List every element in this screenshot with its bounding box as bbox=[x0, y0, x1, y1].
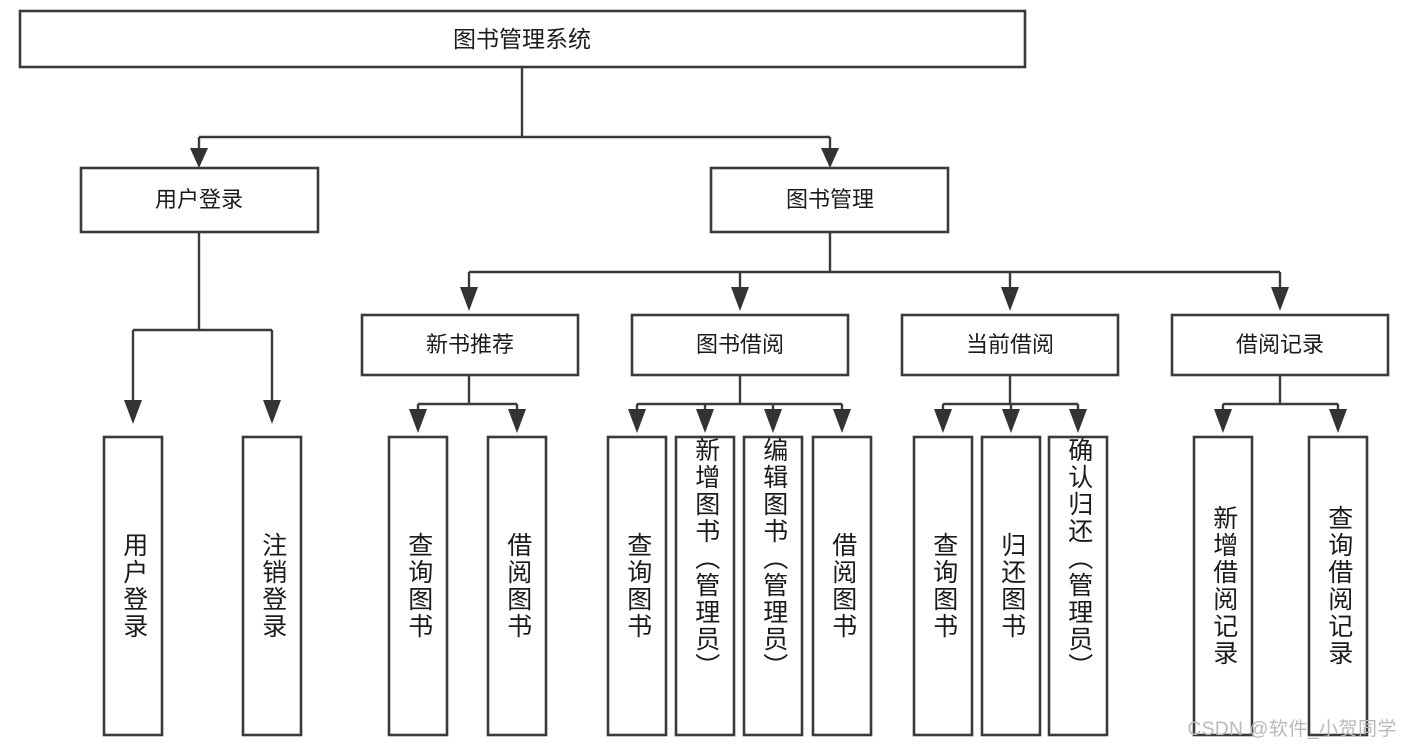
leaf-group-current-borrow bbox=[912, 435, 1109, 737]
connector-group-user-login bbox=[124, 232, 281, 424]
node-new-book-recommend[interactable]: 新书推荐 bbox=[360, 313, 580, 377]
arrow-head-leaf-query-book-3 bbox=[934, 409, 952, 433]
arrow-head-current-borrow bbox=[1001, 287, 1019, 311]
leaf-query-book-3-box[interactable] bbox=[912, 435, 974, 737]
arrow-head-leaf-query-book-2 bbox=[628, 409, 646, 433]
leaf-query-book-1-box[interactable] bbox=[387, 435, 449, 737]
node-borrow-record-box[interactable] bbox=[1170, 313, 1390, 377]
node-book-borrow-box[interactable] bbox=[630, 313, 850, 377]
connector-group-current-borrow bbox=[934, 375, 1087, 433]
connector-group-new-book-recommend bbox=[409, 375, 526, 433]
connector-group-book-management bbox=[460, 232, 1289, 311]
node-book-management-box[interactable] bbox=[709, 166, 950, 234]
node-user-login[interactable]: 用户登录 bbox=[79, 166, 320, 234]
arrow-head-leaf-return-book bbox=[1002, 409, 1020, 433]
arrow-head-leaf-edit-book bbox=[764, 409, 782, 433]
arrow-head-book-management bbox=[821, 148, 839, 168]
leaf-return-book-box[interactable] bbox=[980, 435, 1042, 737]
node-book-borrow-label: 图书借阅 bbox=[696, 332, 784, 357]
leaf-logout-login-box[interactable] bbox=[241, 435, 303, 737]
arrow-head-new-book-recommend bbox=[460, 287, 478, 311]
node-book-management[interactable]: 图书管理 bbox=[709, 166, 950, 234]
node-current-borrow-label: 当前借阅 bbox=[966, 332, 1054, 357]
arrow-head-leaf-query-book-1 bbox=[409, 409, 427, 433]
node-root-box[interactable] bbox=[18, 9, 1027, 69]
leaf-group-user-login bbox=[102, 435, 303, 737]
arrow-head-leaf-borrow-book-1 bbox=[508, 409, 526, 433]
leaf-edit-book-box[interactable] bbox=[742, 435, 804, 737]
arrow-head-leaf-add-borrow-record bbox=[1214, 409, 1232, 433]
arrow-head-leaf-add-book bbox=[696, 409, 714, 433]
leaf-group-borrow-record bbox=[1192, 435, 1369, 737]
leaf-group-new-book-recommend bbox=[387, 435, 548, 737]
arrow-head-book-borrow bbox=[731, 287, 749, 311]
leaf-borrow-book-1-box[interactable] bbox=[486, 435, 548, 737]
leaf-query-book-2-box[interactable] bbox=[606, 435, 668, 737]
node-book-management-label: 图书管理 bbox=[786, 187, 874, 212]
arrow-head-borrow-record bbox=[1271, 287, 1289, 311]
watermark-text: CSDN @软件_小贺同学 bbox=[1187, 719, 1397, 740]
connector-group-borrow-record bbox=[1214, 375, 1347, 433]
node-root-label: 图书管理系统 bbox=[453, 26, 591, 52]
node-new-book-recommend-label: 新书推荐 bbox=[426, 332, 514, 357]
arrow-head-leaf-logout-login bbox=[263, 400, 281, 424]
node-user-login-label: 用户登录 bbox=[155, 187, 243, 212]
leaf-add-book-box[interactable] bbox=[674, 435, 736, 737]
connector-group-book-borrow bbox=[628, 375, 851, 433]
arrow-head-leaf-confirm-return bbox=[1069, 409, 1087, 433]
arrow-head-user-login bbox=[190, 148, 208, 168]
node-user-login-box[interactable] bbox=[79, 166, 320, 234]
leaf-confirm-return-box[interactable] bbox=[1047, 435, 1109, 737]
arrow-head-leaf-borrow-book-2 bbox=[833, 409, 851, 433]
leaf-group-book-borrow bbox=[606, 435, 873, 737]
leaf-add-borrow-record-box[interactable] bbox=[1192, 435, 1254, 737]
leaf-user-login-box[interactable] bbox=[102, 435, 164, 737]
node-new-book-recommend-box[interactable] bbox=[360, 313, 580, 377]
leaf-query-borrow-record-box[interactable] bbox=[1307, 435, 1369, 737]
connector-group-root bbox=[190, 67, 839, 168]
arrow-head-leaf-query-borrow-record bbox=[1329, 409, 1347, 433]
node-book-borrow[interactable]: 图书借阅 bbox=[630, 313, 850, 377]
leaf-borrow-book-2-box[interactable] bbox=[811, 435, 873, 737]
node-root[interactable]: 图书管理系统 bbox=[18, 9, 1027, 69]
node-borrow-record-label: 借阅记录 bbox=[1236, 332, 1324, 357]
arrow-head-leaf-user-login bbox=[124, 400, 142, 424]
node-borrow-record[interactable]: 借阅记录 bbox=[1170, 313, 1390, 377]
node-current-borrow-box[interactable] bbox=[900, 313, 1120, 377]
node-current-borrow[interactable]: 当前借阅 bbox=[900, 313, 1120, 377]
